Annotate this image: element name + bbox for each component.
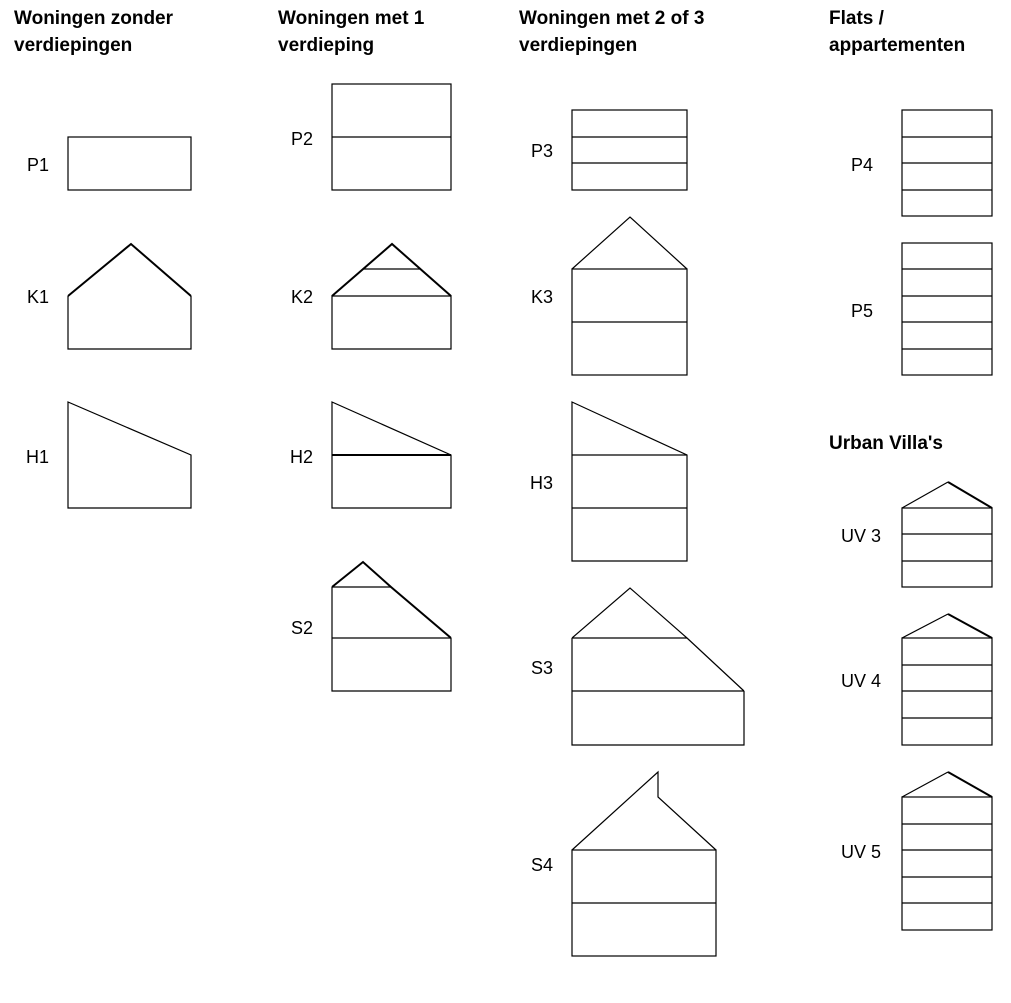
house-shape-p5 bbox=[901, 242, 993, 376]
house-shape-s2 bbox=[331, 560, 452, 692]
label-p5: P5 bbox=[851, 301, 874, 321]
label-p4: P4 bbox=[851, 155, 874, 175]
label-k1: K1 bbox=[27, 287, 50, 307]
house-shape-s4 bbox=[571, 770, 717, 957]
house-shape-p3 bbox=[571, 109, 688, 191]
heading-col4: Flats / appartementen bbox=[829, 8, 966, 56]
heading-col1: Woningen zonder verdiepingen bbox=[14, 8, 174, 56]
label-s4: S4 bbox=[531, 855, 554, 875]
heading-col2: Woningen met 1 verdieping bbox=[278, 8, 425, 56]
house-shape-p1 bbox=[67, 136, 192, 191]
house-shape-uv3 bbox=[901, 481, 993, 588]
house-shape-s3 bbox=[571, 587, 745, 746]
house-shape-p2 bbox=[331, 83, 452, 191]
label-k3: K3 bbox=[531, 287, 554, 307]
label-uv3: UV 3 bbox=[841, 526, 882, 546]
label-s3: S3 bbox=[531, 658, 554, 678]
label-h3: H3 bbox=[530, 473, 554, 493]
label-h1: H1 bbox=[26, 447, 50, 467]
house-shape-h2 bbox=[331, 401, 452, 509]
house-shape-p4 bbox=[901, 109, 993, 217]
label-uv5: UV 5 bbox=[841, 842, 882, 862]
house-shape-k2 bbox=[331, 242, 452, 350]
label-h2: H2 bbox=[290, 447, 314, 467]
house-shape-h3 bbox=[571, 401, 688, 562]
label-p2: P2 bbox=[291, 129, 314, 149]
house-shape-uv5 bbox=[901, 771, 993, 931]
label-p3: P3 bbox=[531, 141, 554, 161]
house-shape-k1 bbox=[67, 242, 192, 350]
label-uv4: UV 4 bbox=[841, 671, 882, 691]
house-shape-h1 bbox=[67, 401, 192, 509]
label-k2: K2 bbox=[291, 287, 314, 307]
label-p1: P1 bbox=[27, 155, 50, 175]
label-s2: S2 bbox=[291, 618, 314, 638]
heading-col3: Woningen met 2 of 3 verdiepingen bbox=[519, 8, 705, 56]
house-shape-k3 bbox=[571, 216, 688, 376]
house-shape-uv4 bbox=[901, 613, 993, 746]
heading-urban-villas: Urban Villa's bbox=[829, 433, 943, 454]
